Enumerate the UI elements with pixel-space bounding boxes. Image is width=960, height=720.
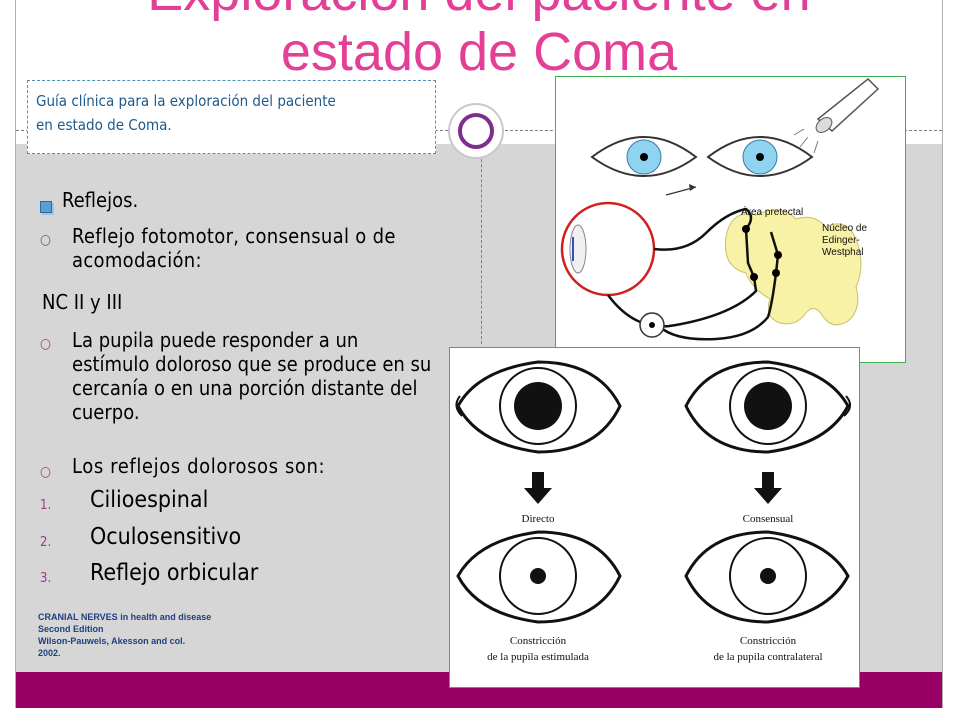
circle-bullet-icon: ○ — [40, 336, 51, 352]
reference-authors: Wilson-Pauwels, Akesson and col. — [38, 636, 186, 646]
decorative-ring-icon — [448, 103, 504, 159]
numbered-item: 3. Reflejo orbicular — [40, 560, 440, 586]
right-eye-icon — [706, 136, 814, 177]
circle-bullet-icon: ○ — [40, 464, 51, 480]
reference-note: CRANIAL NERVES in health and disease Sec… — [38, 611, 211, 659]
caption-right-2: de la pupila contralateral — [713, 651, 822, 663]
subtitle-box: Guía clínica para la exploración del pac… — [27, 80, 436, 154]
left-eye-icon — [590, 136, 698, 177]
eye-dilated-icon — [455, 360, 622, 454]
reference-subtitle: in health and disease — [117, 612, 212, 622]
reference-edition: Second Edition — [38, 624, 104, 634]
number-marker: 3. — [40, 571, 52, 586]
caption-left-1: Constricción — [510, 635, 567, 647]
flashlight-icon — [793, 77, 880, 154]
list-item: Reflejos. — [40, 188, 440, 213]
numbered-label: Reflejo orbicular — [90, 560, 259, 586]
numbered-item: 2. Oculosensitivo — [40, 524, 440, 550]
subtitle-line-2: en estado de Coma. — [36, 116, 172, 134]
slide-frame — [15, 0, 943, 708]
arrow-down-icon — [524, 472, 552, 504]
title-line-1: Exploración del paciente en — [16, 0, 942, 22]
eye-dilated-icon — [684, 360, 851, 454]
item-text: Los reflejos dolorosos son: — [72, 454, 326, 478]
eye-constricted-icon — [684, 530, 850, 624]
direct-consensual-diagram: Directo Consensual Constricción de la pu… — [449, 347, 860, 688]
numbered-item: 1. Cilioespinal — [40, 487, 440, 513]
reflex-comparison-illustration: Directo Consensual Constricción de la pu… — [455, 360, 851, 663]
label-nucleus-1: Núcleo de — [822, 223, 867, 234]
subtitle-line-1: Guía clínica para la exploración del pac… — [36, 92, 336, 110]
nc-text: NC II y III — [42, 290, 123, 314]
numbered-label: Oculosensitivo — [90, 524, 242, 550]
list-item: NC II y III — [40, 290, 440, 314]
label-area-pretectal: Área pretectal — [741, 205, 803, 218]
reference-year: 2002. — [38, 648, 61, 658]
number-marker: 2. — [40, 535, 52, 550]
number-marker: 1. — [40, 498, 52, 513]
arrow-down-icon — [754, 472, 782, 504]
label-consensual: Consensual — [743, 513, 794, 525]
label-nucleus-3: Westphal — [822, 247, 864, 258]
list-item: ○ Los reflejos dolorosos son: — [40, 454, 440, 480]
title-line-2: estado de Coma — [280, 22, 678, 82]
pupillary-pathway-diagram: Área pretectal Núcleo de Edinger- Westph… — [555, 76, 906, 363]
heading-text: Reflejos. — [62, 188, 139, 212]
label-direct: Directo — [522, 513, 555, 525]
reference-book: CRANIAL NERVES — [38, 612, 118, 622]
list-item: ○ La pupila puede responder a un estímul… — [40, 328, 440, 424]
numbered-label: Cilioespinal — [90, 487, 209, 513]
list-item: ○ Reflejo fotomotor, consensual o de aco… — [40, 224, 440, 272]
column-divider — [481, 144, 482, 344]
eye-constricted-icon — [456, 530, 622, 624]
checkbox-bullet-icon — [40, 194, 52, 218]
slide-title: Exploración del paciente en estado de Co… — [16, 0, 942, 82]
item-text: La pupila puede responder a un estímulo … — [72, 328, 432, 424]
circle-bullet-icon: ○ — [40, 232, 51, 248]
caption-left-2: de la pupila estimulada — [487, 651, 589, 663]
item-text: Reflejo fotomotor, consensual o de acomo… — [72, 224, 396, 272]
caption-right-1: Constricción — [740, 635, 797, 647]
pathway-illustration: Área pretectal Núcleo de Edinger- Westph… — [560, 77, 880, 341]
label-nucleus-2: Edinger- — [822, 235, 860, 246]
